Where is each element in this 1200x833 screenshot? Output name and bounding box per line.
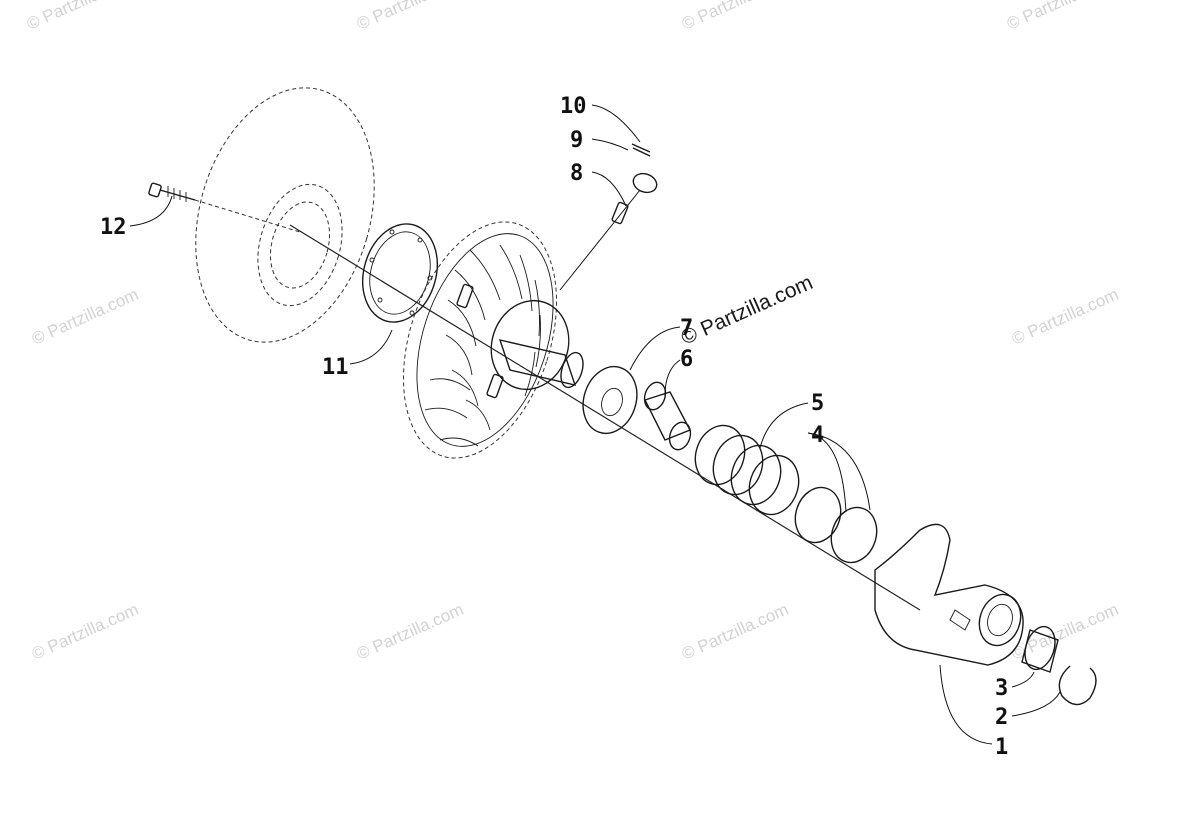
leader-lines	[129, 104, 1061, 745]
part-movable-sheave	[402, 221, 584, 459]
callout-11: 11	[322, 355, 349, 380]
watermark: © Partzilla.com	[354, 600, 466, 664]
watermark: © Partzilla.com	[1009, 285, 1121, 349]
callout-10: 10	[560, 94, 587, 119]
part-cotter-pin	[631, 143, 651, 153]
part-snap-ring	[1058, 665, 1097, 706]
watermark: © Partzilla.com	[679, 600, 791, 664]
part-gasket	[362, 223, 438, 323]
callout-2: 2	[995, 705, 1008, 730]
watermark: © Partzilla.com	[1009, 600, 1121, 664]
part-fixed-sheave	[195, 87, 375, 343]
watermark: © Partzilla.com	[29, 285, 141, 349]
callout-6: 6	[680, 347, 693, 372]
callout-4: 4	[811, 423, 824, 448]
watermark: © Partzilla.com	[29, 600, 141, 664]
part-bearing	[1021, 625, 1059, 673]
watermark: © Partzilla.com	[1004, 0, 1116, 34]
callout-12: 12	[100, 215, 127, 240]
part-cam	[874, 523, 1024, 666]
watermark: © Partzilla.com	[24, 0, 136, 34]
watermark: © Partzilla.com	[354, 0, 466, 34]
callout-5: 5	[811, 391, 824, 416]
callout-7: 7	[680, 316, 693, 341]
callout-3: 3	[995, 676, 1008, 701]
part-pin-stack	[559, 143, 658, 291]
part-roller-cap	[632, 172, 658, 194]
part-bolt	[148, 182, 301, 233]
callout-8: 8	[570, 161, 583, 186]
callout-1: 1	[995, 735, 1008, 760]
watermark: © Partzilla.com	[679, 0, 791, 34]
part-washer	[582, 365, 638, 435]
callouts: 10 9 8 12 11 7 6 5 4 3 2 1	[100, 94, 1008, 760]
watermark-center: © Partzilla.com	[678, 271, 817, 350]
part-springs	[694, 424, 878, 564]
center-axis	[289, 224, 921, 611]
part-bushing	[643, 381, 692, 451]
callout-9: 9	[570, 128, 583, 153]
part-roller	[611, 201, 629, 225]
